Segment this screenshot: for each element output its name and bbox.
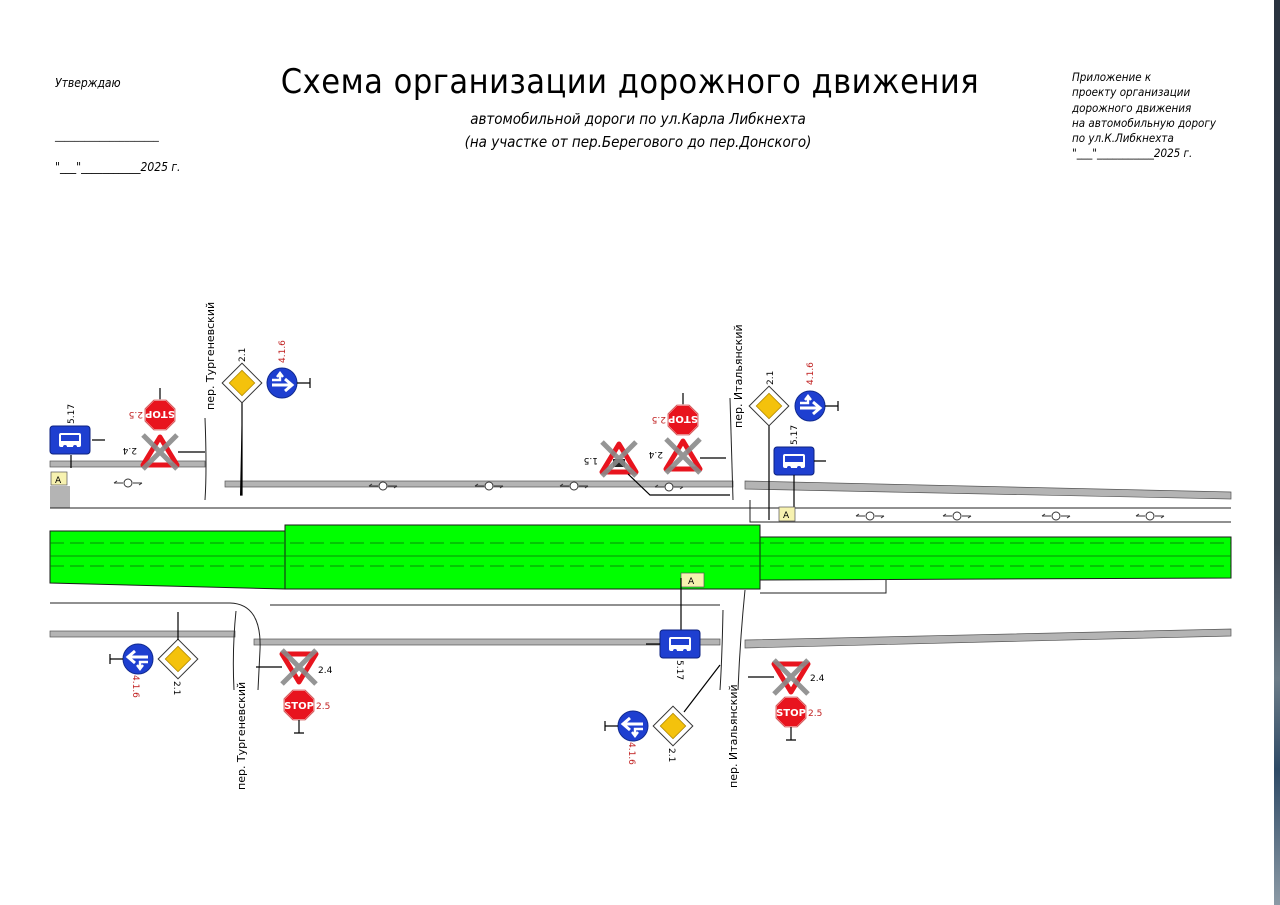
page-title: Схема организации дорожного движения [280,62,980,102]
detour-sign-icon [121,642,155,676]
curb-marker [1041,511,1071,521]
main-road-sign-icon [157,638,199,680]
curb-marker [1135,511,1165,521]
sign-code: 2.4 [810,674,825,684]
page-subtitle-line1: автомобильной дороги по ул.Карла Либкнех… [470,110,806,128]
stop-sign-text: STOP [668,413,698,424]
approval-signature-line: _____________________ [55,129,159,142]
bus-stop-marker-label: А [55,476,62,486]
main-road-sign-icon [221,362,263,404]
sign-code: 2.1 [666,748,676,762]
bus-stop-sign-icon [659,629,701,659]
stop-sign-text: STOP [776,708,806,719]
sidewalk-lower-left [49,630,236,638]
detour-sign-icon [793,389,827,423]
sign-code: 2.1 [171,681,181,695]
main-road-sign-icon [748,385,790,427]
sign-code: 5.17 [67,404,77,424]
sign-group-italyansky-south-west: А 5.17 4.1.6 2.1 [604,572,721,765]
road-edges [50,397,1231,691]
street-label-turgenevsky-north: пер. Тургеневский [204,302,217,410]
sign-code: 2.5 [808,709,822,719]
sidewalk-upper-left [49,460,206,468]
sign-code: 2.4 [122,445,137,455]
annex-note-line: "___"___________2025 г. [1072,146,1193,161]
sidewalk-upper-right [744,480,1232,500]
window-edge-strip [1274,0,1280,905]
sign-code: 5.17 [674,660,684,680]
approval-label: Утверждаю [55,76,121,90]
sidewalk-stub [50,486,70,508]
sign-group-italyansky-north: 2.1 4.1.6 5.17 А [748,362,839,522]
detour-sign-icon [265,366,299,400]
carriageway [49,524,1232,590]
bus-stop-marker-label: А [783,511,790,521]
sign-code: 2.5 [316,702,330,712]
sign-code: 4.1.6 [626,742,636,765]
curb-marker [113,478,143,488]
sign-code: 2.4 [648,449,663,459]
sidewalk-lower-middle [253,638,721,646]
sidewalk-lower-right [744,628,1232,649]
street-label-italyansky-north: пер. Итальянский [732,324,745,428]
sign-group-italyansky-north-west: 1.5 STOP 2.5 2.4 [584,393,730,496]
sign-code: 4.1.6 [130,675,140,698]
page-subtitle-line2: (на участке от пер.Берегового до пер.Дон… [464,133,812,151]
sign-code: 4.1.6 [806,362,816,385]
annex-note: Приложение к проекту организации дорожно… [1072,70,1216,162]
bus-stop-marker [50,471,68,486]
bus-stop-sign-icon [773,446,815,476]
annex-note-line: дорожного движения [1072,100,1192,115]
sign-code: 2.5 [652,414,666,424]
carriageway-west [49,530,286,590]
sign-code: 2.1 [238,348,248,362]
main-road-sign-icon [652,705,694,747]
sign-code: 2.1 [766,371,776,385]
sign-code: 4.1.6 [278,340,288,363]
sign-group-turgenevsky-north: 5.17 А STOP 2.5 2.4 2.1 4.1.6 [49,340,311,496]
bus-stop-sign-icon [49,425,91,455]
approval-date-line: "___"___________2025 г. [55,160,181,174]
street-label-italyansky-south: пер. Итальянский [727,684,740,788]
stop-sign-text: STOP [284,701,314,712]
detour-sign-icon [616,709,650,743]
curb-marker [942,511,972,521]
sign-code: 2.5 [129,409,143,419]
annex-note-line: по ул.К.Либкнехта [1072,131,1174,146]
annex-note-line: на автомобильную дорогу [1072,115,1216,130]
street-label-turgenevsky-south: пер. Тургеневский [235,682,248,790]
bus-stop-marker-label: А [688,577,695,587]
bus-stop-marker [778,506,796,522]
sidewalks [49,460,1232,649]
curb-marker [855,511,885,521]
sign-group-turgenevsky-south: 4.1.6 2.1 2.4 STOP 2.5 [109,612,333,734]
sign-code: 2.4 [318,666,333,676]
sign-code: 5.17 [790,425,800,445]
sign-code: 1.5 [584,455,598,465]
carriageway-east [759,536,1232,581]
sign-group-italyansky-south: 2.4 STOP 2.5 [748,660,825,741]
annex-note-line: проекту организации [1072,85,1191,100]
stop-sign-text: STOP [145,408,175,419]
annex-note-line: Приложение к [1072,70,1152,84]
